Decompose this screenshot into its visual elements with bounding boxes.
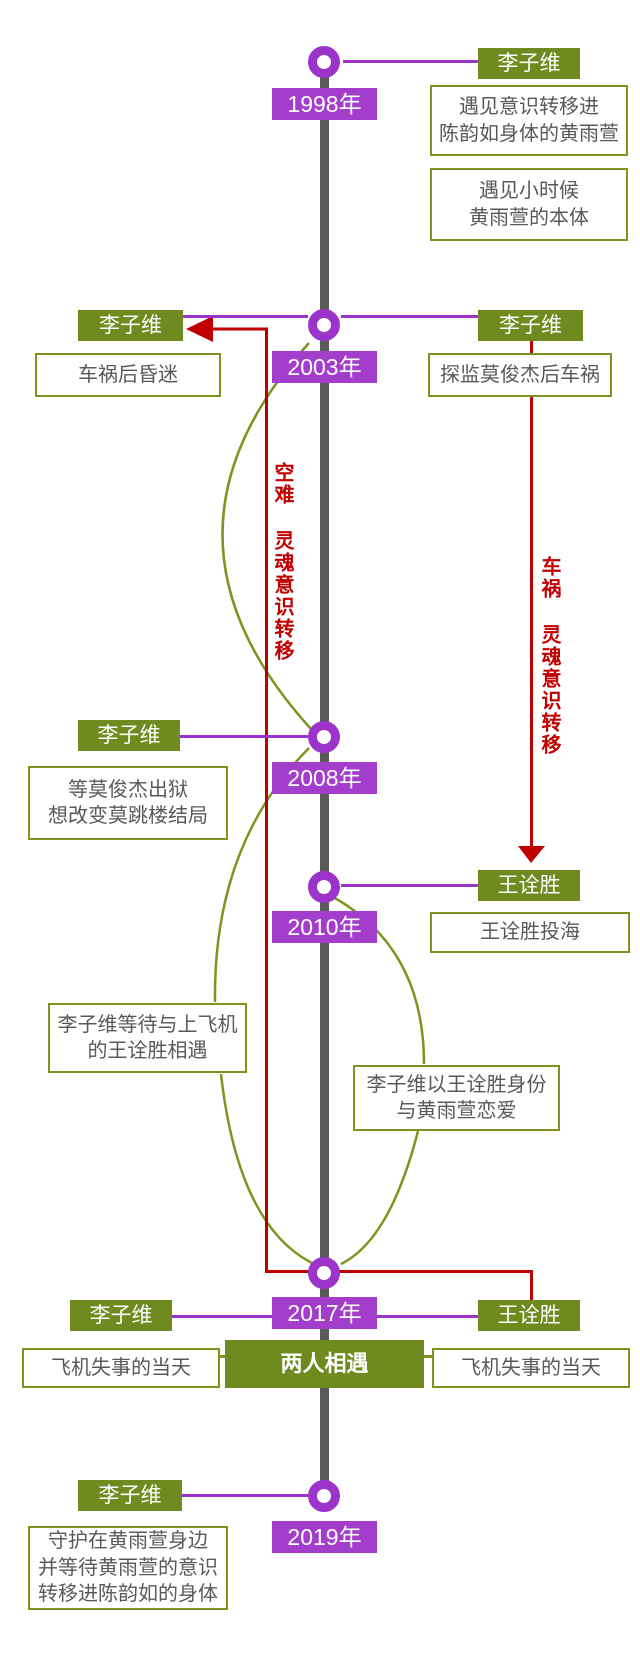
year-label-2017: 2017年 [272, 1297, 377, 1329]
meet-connector-left [217, 1355, 227, 1358]
badge-li-ziwei-1998: 李子维 [478, 48, 580, 79]
connector-2003-right [341, 315, 478, 318]
meet-connector-right [423, 1355, 433, 1358]
node-1998 [308, 46, 340, 78]
badge-wang-quansheng-2017: 王诠胜 [478, 1300, 580, 1331]
meeting-box: 两人相遇 [225, 1340, 424, 1388]
transfer-label-car-crash: 车祸 灵魂意识转移 [538, 556, 560, 756]
note-line: 想改变莫跳楼结局 [48, 805, 208, 827]
note-1998-meet-huang-yuxuan: 遇见意识转移进 陈韵如身体的黄雨萱 [430, 85, 628, 156]
note-2003-coma-after-car-accident: 车祸后昏迷 [35, 353, 221, 397]
note-line: 探监莫俊杰后车祸 [440, 363, 600, 386]
loop-curve-2003-to-2008 [221, 342, 312, 730]
node-2010 [308, 871, 340, 903]
connector-2008-left [180, 735, 308, 738]
air-crash-arrowhead-icon [186, 316, 213, 342]
note-line: 黄雨萱的本体 [469, 206, 589, 229]
year-label-2008: 2008年 [272, 762, 377, 794]
node-2017 [308, 1257, 340, 1289]
note-2010-wang-quansheng-drowns: 王诠胜投海 [430, 912, 630, 953]
loop-curve-wait-note-to-2017 [219, 1073, 313, 1265]
note-love-as-wang-quansheng: 李子维以王诠胜身份 与黄雨萱恋爱 [353, 1065, 560, 1131]
note-line: 守护在黄雨萱身边 [48, 1530, 208, 1553]
note-line: 陈韵如身体的黄雨萱 [439, 122, 619, 145]
connector-1998-right [343, 60, 478, 63]
node-2019 [308, 1480, 340, 1512]
note-line: 车祸后昏迷 [78, 363, 178, 386]
connector-2017-right [377, 1315, 478, 1318]
badge-li-ziwei-2019: 李子维 [78, 1480, 182, 1511]
connector-2003-left [183, 315, 308, 318]
note-2003-car-accident-after-prison-visit: 探监莫俊杰后车祸 [428, 353, 612, 397]
note-line: 遇见小时候 [479, 180, 579, 203]
note-line: 并等待黄雨萱的意识 [38, 1556, 218, 1579]
note-line: 王诠胜投海 [480, 921, 580, 944]
note-2008-wait-for-mo-junjie: 等莫俊杰出狱 想改变莫跳楼结局 [28, 766, 228, 840]
year-label-2003: 2003年 [272, 351, 377, 383]
note-2019-guard-huang-yuxuan: 守护在黄雨萱身边 并等待黄雨萱的意识 转移进陈韵如的身体 [28, 1526, 228, 1610]
year-label-1998: 1998年 [272, 88, 377, 120]
node-2003 [308, 309, 340, 341]
air-crash-transfer-path [197, 327, 533, 1300]
node-2008 [308, 721, 340, 753]
note-line: 遇见意识转移进 [459, 96, 599, 119]
connector-2010-right [341, 884, 478, 887]
note-line: 与黄雨萱恋爱 [396, 1100, 517, 1122]
note-wait-to-meet-wang-quansheng: 李子维等待与上飞机 的王诠胜相遇 [48, 1003, 247, 1073]
note-2017-plane-crash-day-right: 飞机失事的当天 [432, 1348, 630, 1388]
connector-2019-left [182, 1494, 308, 1497]
transfer-label-air-crash: 空难 灵魂意识转移 [271, 462, 293, 662]
note-line: 李子维等待与上飞机 [57, 1013, 238, 1036]
loop-curve-love-note-to-2017 [340, 1130, 420, 1266]
note-line: 飞机失事的当天 [51, 1356, 191, 1379]
badge-wang-quansheng-2010: 王诠胜 [478, 870, 580, 901]
note-1998-meet-young-huang-yuxuan: 遇见小时候 黄雨萱的本体 [430, 168, 628, 241]
note-line: 的王诠胜相遇 [87, 1040, 208, 1062]
badge-li-ziwei-2003-left: 李子维 [78, 310, 183, 341]
badge-li-ziwei-2017: 李子维 [70, 1300, 172, 1331]
connector-2017-left [172, 1315, 272, 1318]
car-crash-arrowhead-icon [518, 846, 545, 863]
note-line: 飞机失事的当天 [461, 1356, 601, 1379]
badge-li-ziwei-2003-right: 李子维 [478, 310, 583, 341]
note-line: 李子维以王诠胜身份 [366, 1073, 547, 1096]
year-label-2019: 2019年 [272, 1521, 377, 1553]
note-line: 转移进陈韵如的身体 [38, 1583, 218, 1606]
year-label-2010: 2010年 [272, 911, 377, 943]
note-line: 等莫俊杰出狱 [68, 778, 188, 801]
note-2017-plane-crash-day-left: 飞机失事的当天 [22, 1348, 220, 1388]
badge-li-ziwei-2008: 李子维 [78, 720, 180, 751]
